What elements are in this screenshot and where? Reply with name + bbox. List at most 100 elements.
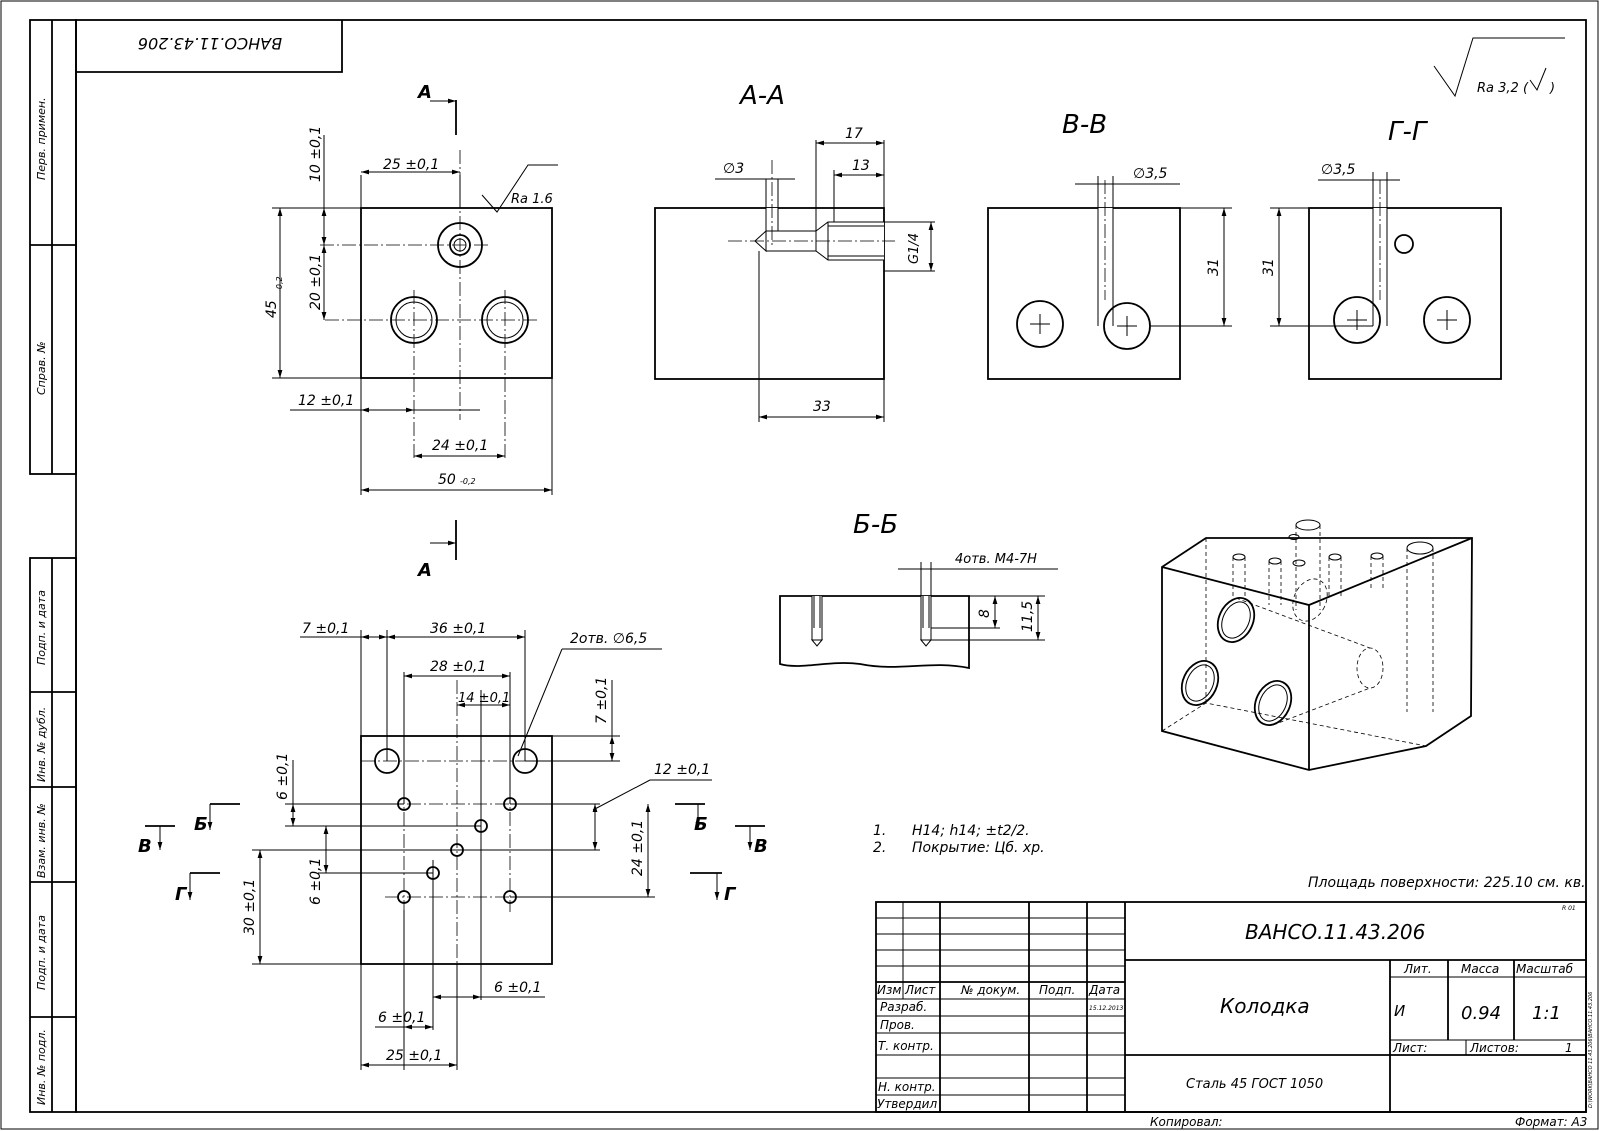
cut-letter-b-left: Б [194,814,208,835]
section-aa-title: А-А [738,81,785,111]
dim-bottom-28: 28 ±0,1 [430,659,486,675]
stamp-role-nkontr: Н. контр. [878,1080,936,1094]
dim-vv-31: 31 [1206,258,1222,276]
stamp-col-doc: № докум. [960,983,1020,997]
stamp-mass-value: 0.94 [1461,1003,1501,1024]
top-view: Ra 1.6 25 ±0,1 10 ±0,1 20 ±0,1 45 -0,2 1… [264,82,558,581]
dim-top-50: 50 [438,472,456,488]
dim-aa-33: 33 [813,399,831,415]
side-label-dubl: Инв. № дубл. [35,707,48,782]
side-label-perv: Перв. примен. [35,97,48,180]
cut-letter-b-right: Б [694,814,708,835]
stamp-col-date: Дата [1088,983,1120,997]
dim-top-20: 20 ±0,1 [308,254,324,310]
stamp-col-sign: Подп. [1039,983,1075,997]
side-label-podl: Инв. № подл. [35,1029,48,1105]
note-1-text: H14; h14; ±t2/2. [912,823,1030,839]
note-2-text: Покрытие: Цб. хр. [912,840,1045,856]
note-1-num: 1. [873,823,886,839]
section-vv: В-В ∅3,5 31 [987,110,1232,380]
dim-top-12: 12 ±0,1 [298,393,354,409]
copied-label: Копировал: [1150,1115,1223,1129]
cut-letter-g-left: Г [175,884,188,905]
area-note: Площадь поверхности: 225.10 см. кв. [1308,875,1586,891]
dim-bottom-6c: 6 ±0,1 [494,980,541,996]
stamp-role-tkontr: Т. контр. [878,1039,934,1053]
dim-top-50-tol: -0,2 [460,477,476,486]
dim-bottom-6b: 6 ±0,1 [308,858,324,905]
dim-bottom-14: 14 ±0,1 [458,691,510,706]
stamp-sheets-value: 1 [1565,1041,1573,1055]
technical-notes: 1. H14; h14; ±t2/2. 2. Покрытие: Цб. хр. [873,823,1045,856]
stamp-lit-value: И [1394,1002,1405,1020]
dim-bottom-7: 7 ±0,1 [302,621,349,637]
stamp-material: Сталь 45 ГОСТ 1050 [1186,1077,1323,1092]
global-roughness-text: Ra 3,2 ( [1477,81,1529,96]
mirrored-designation-box: ВАНСО.11.43.206 [76,20,343,73]
section-gg: Г-Г ∅3,5 31 [1261,117,1502,380]
stamp-designation: ВАНСО.11.43.206 [1245,920,1425,944]
mirrored-designation: ВАНСО.11.43.206 [138,34,282,53]
dim-top-10: 10 ±0,1 [308,126,324,182]
dim-gg-d35: ∅3,5 [1321,162,1356,178]
dim-bottom-24: 24 ±0,1 [630,820,646,876]
dim-bb-holes: 4отв. М4-7Н [955,552,1037,567]
stamp-scale-value: 1:1 [1532,1003,1561,1024]
surface-roughness-text: Ra 1.6 [511,192,553,207]
section-bb: Б-Б 4отв. М4-7Н 8 11,5 [779,510,1058,670]
bottom-view: 7 ±0,1 36 ±0,1 2отв. ∅6,5 28 ±0,1 14 ±0,… [138,621,768,1070]
dim-bottom-6d: 6 ±0,1 [378,1010,425,1026]
side-label-podp2: Подп. и дата [35,915,48,990]
dim-top-25: 25 ±0,1 [383,157,439,173]
stamp-name: Колодка [1220,994,1310,1018]
stamp-header-mass: Масса [1461,962,1499,976]
title-block: Изм Лист № докум. Подп. Дата Разраб. Про… [875,901,1594,1113]
section-bb-title: Б-Б [853,510,898,540]
dim-top-24: 24 ±0,1 [432,438,488,454]
side-label-sprav: Справ. № [35,341,48,395]
stamp-sheets-label: Листов: [1469,1041,1519,1055]
stamp-header-scale: Масштаб [1516,962,1574,976]
cut-letter-v-left: В [138,836,152,857]
section-gg-title: Г-Г [1388,117,1429,147]
side-path-text: D:\WORK\ВАНСО 11.43.206\ВАНСО.11.43.206 [1588,992,1594,1108]
dim-bottom-6a: 6 ±0,1 [275,753,291,800]
dim-bottom-25: 25 ±0,1 [386,1048,442,1064]
dim-bottom-holes2: 2отв. ∅6,5 [570,631,647,647]
section-vv-title: В-В [1062,110,1107,140]
global-roughness-close: ) [1549,81,1555,96]
stamp-col-list: Лист [904,983,936,997]
dim-top-45-tol: -0,2 [275,276,284,292]
section-aa: А-А 17 13 ∅3 G1/4 [654,81,935,422]
stamp-col-izm: Изм [877,983,901,997]
dim-bottom-12: 12 ±0,1 [654,762,710,778]
format-label: Формат: А3 [1515,1115,1587,1129]
stamp-role-prov: Пров. [880,1018,915,1032]
stamp-revision: R 01 [1562,905,1576,912]
dim-aa-d3: ∅3 [723,161,744,177]
stamp-role-utverdil: Утвердил [877,1097,937,1111]
cut-letter-v-right: В [754,836,768,857]
dim-gg-31: 31 [1261,258,1277,276]
isometric-view [1161,519,1473,771]
dim-bottom-30: 30 ±0,1 [242,879,258,935]
dim-aa-13: 13 [852,158,870,174]
global-roughness: Ra 3,2 ( ) [1433,37,1565,98]
stamp-header-lit: Лит. [1403,962,1432,976]
cut-letter-a-bottom: А [416,560,432,581]
side-label-vzam: Взам. инв. № [35,803,48,878]
stamp-sheet-label: Лист: [1392,1041,1427,1055]
cut-letter-a-top: А [416,82,432,103]
left-side-strip: Перв. примен. Справ. № Подп. и дата Инв.… [29,19,77,1113]
side-label-podp1: Подп. и дата [35,590,48,665]
stamp-role-razrab: Разраб. [880,1000,927,1014]
dim-bottom-36: 36 ±0,1 [430,621,486,637]
dim-bottom-7v: 7 ±0,1 [594,677,610,724]
note-2-num: 2. [873,840,886,856]
dim-aa-17: 17 [845,126,863,142]
dim-bb-115: 11,5 [1020,601,1036,632]
dim-vv-d35: ∅3,5 [1133,166,1168,182]
stamp-date-value: 15.12.2013 [1089,1005,1124,1012]
cut-letter-g-right: Г [724,884,737,905]
